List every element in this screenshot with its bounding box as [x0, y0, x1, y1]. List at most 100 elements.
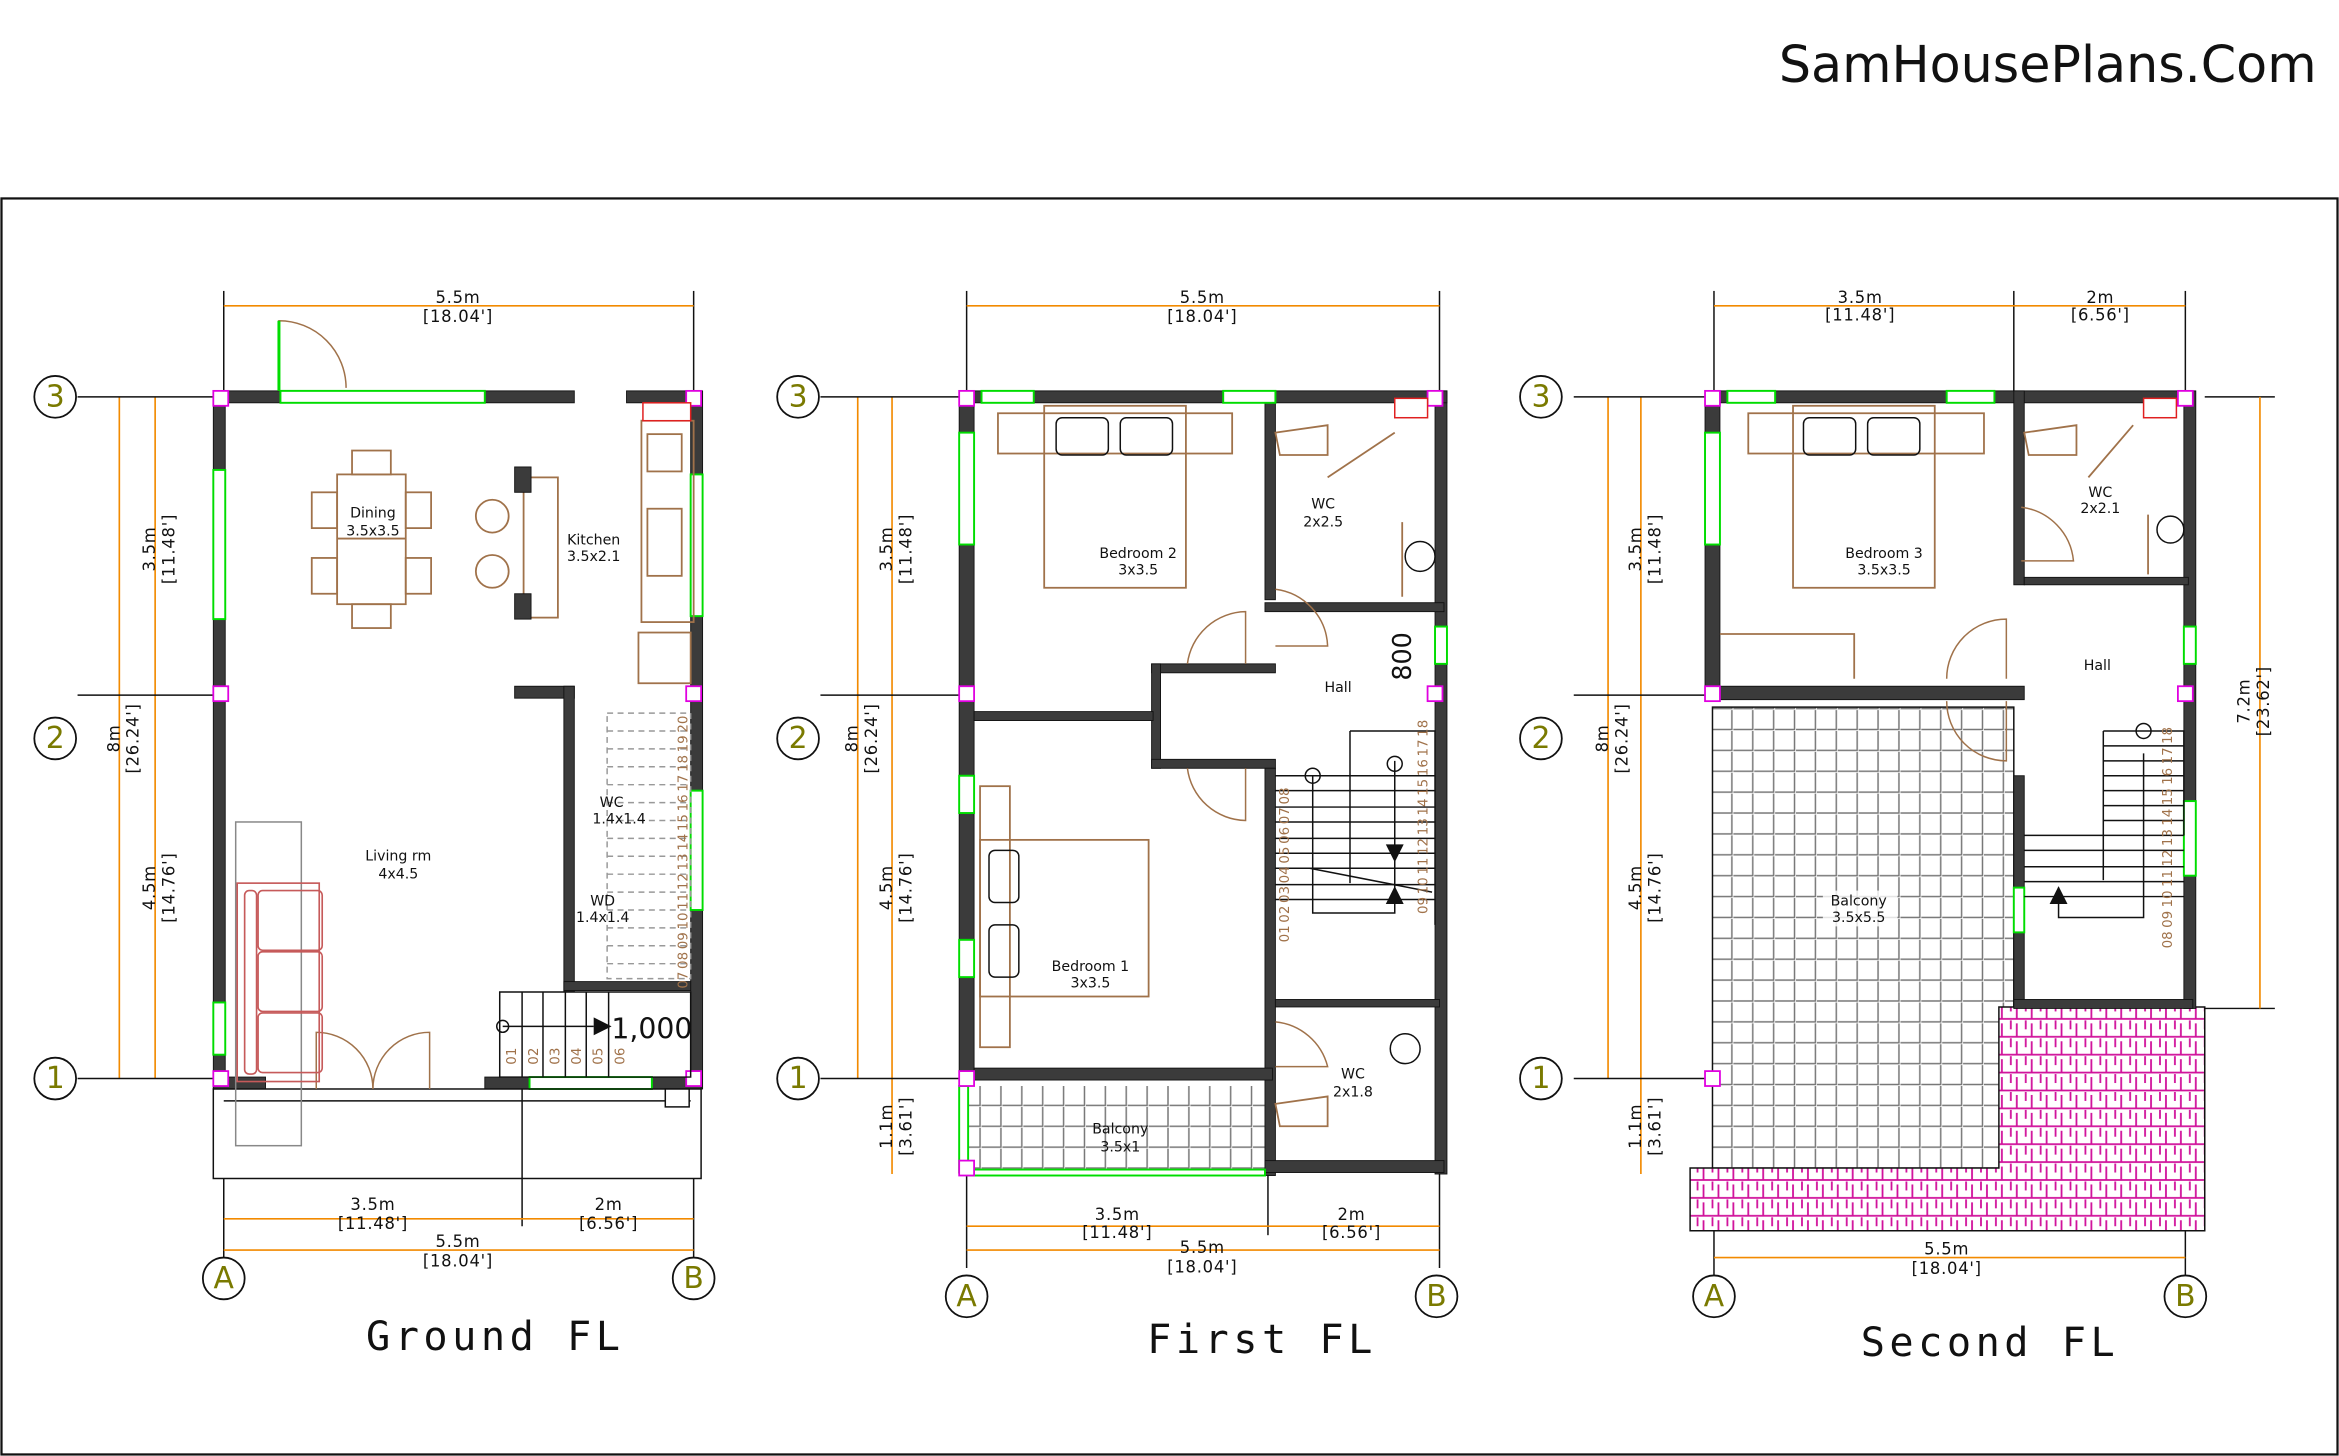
room-name-hall: Hall [2084, 658, 2111, 674]
stair-step-number: 14 [677, 834, 692, 851]
second-dimensions: 3.5m [11.48'] 2m [6.56'] 8m [26.24'] 3.5… [1573, 288, 2275, 1278]
stair-step-number: 16 [1417, 759, 1432, 776]
room-name-wc-bottom: WC [1341, 1067, 1365, 1083]
stair-step-number: 09 [2161, 911, 2176, 928]
dim-upper-ft: [11.48'] [1645, 514, 1664, 584]
room-size-dining: 3.5x3.5 [346, 524, 399, 540]
stair-step-number: 01 [505, 1048, 520, 1065]
dim-total-ft: [26.24'] [1612, 703, 1631, 773]
stair-step-number: 18 [677, 755, 692, 772]
dim-bottom-left-ft: [11.48'] [1082, 1223, 1152, 1242]
grid-col-b: B [1426, 1279, 1446, 1314]
dim-upper-m: 3.5m [140, 526, 159, 571]
second-furniture [1719, 404, 2185, 762]
grid-row-2: 2 [1531, 721, 1550, 756]
dim-lower-ft: [14.76'] [896, 853, 915, 923]
first-dimensions: 5.5m [18.04'] 8m [26.24'] 3.5m [11.48'] … [843, 288, 1441, 1276]
grid-row-2: 2 [46, 721, 65, 756]
stair-step-number: 04 [1278, 866, 1293, 883]
stair-step-number: 06 [1278, 827, 1293, 844]
ground-walls [212, 389, 704, 1180]
grid-row-1: 1 [789, 1061, 808, 1096]
room-size-wc-bottom: 2x1.8 [1333, 1084, 1373, 1100]
room-size-wc: 2x2.1 [2080, 501, 2120, 517]
first-floor-plan: 5.5m [18.04'] 8m [26.24'] 3.5m [11.48'] … [776, 288, 1459, 1363]
sofa [234, 821, 324, 1147]
stair-step-number: 14 [2161, 809, 2176, 826]
stair-step-number: 18 [1417, 720, 1432, 737]
grid-row-1: 1 [1531, 1061, 1550, 1096]
dim-upper-ft: [11.48'] [896, 514, 915, 584]
stair-step-number: 08 [677, 952, 692, 969]
first-furniture [979, 404, 1436, 1128]
room-name-bedroom-2: Bedroom 2 [1099, 546, 1177, 562]
hall-width-label: 800 [1387, 632, 1417, 680]
room-name-dining: Dining [350, 506, 396, 522]
second-grid-markers: 3 2 1 A B [1519, 375, 2208, 1319]
dim-upper-m: 3.5m [1626, 526, 1645, 571]
room-size-kitchen: 3.5x2.1 [567, 549, 620, 565]
dim-lower-m: 4.5m [877, 865, 896, 910]
grid-col-b: B [2175, 1279, 2195, 1314]
dim-top-left-ft: [11.48'] [1825, 306, 1895, 325]
stair-step-number: 01 [1278, 925, 1293, 942]
stair-step-number: 05 [1278, 847, 1293, 864]
grid-col-a: A [1704, 1279, 1725, 1314]
dim-lower-m: 4.5m [1626, 865, 1645, 910]
dim-total-m: 8m [843, 724, 862, 752]
floor-title-second: Second FL [1861, 1320, 2119, 1366]
stair-step-number: 14 [1417, 799, 1432, 816]
stair-step-number: 17 [2161, 747, 2176, 764]
dim-upper-m: 3.5m [877, 526, 896, 571]
stair-step-number: 02 [527, 1048, 542, 1065]
stair-step-number: 16 [2161, 768, 2176, 785]
room-name-wc: WC [2088, 485, 2112, 501]
dim-top-ft: [18.04'] [1167, 307, 1237, 326]
dim-right-ft: [23.62'] [2254, 666, 2273, 736]
stair-step-number: 11 [1417, 858, 1432, 875]
front-entry-door-top[interactable] [278, 320, 347, 391]
dim-bottom-right-m: 2m [1338, 1205, 1366, 1224]
stair-step-number: 17 [677, 775, 692, 792]
second-stair [2024, 722, 2185, 919]
first-stair [1275, 730, 1436, 925]
dim-bottom-left-m: 3.5m [1095, 1205, 1140, 1224]
roof-tiles [1689, 1006, 2206, 1232]
dim-bottom-total-ft: [18.04'] [423, 1252, 493, 1271]
ground-dimensions: 5.5m [18.04'] 8m [26.24'] 3.5m [11.48'] … [104, 288, 695, 1271]
grid-row-3: 3 [1531, 379, 1550, 414]
dim-bottom-total-m: 5.5m [1180, 1238, 1225, 1257]
stair-step-number: 19 [677, 735, 692, 752]
ground-floor-plan: 5.5m [18.04'] 8m [26.24'] 3.5m [11.48'] … [33, 288, 716, 1360]
site-title: SamHousePlans.Com [1779, 35, 2317, 94]
dining-table [310, 449, 432, 629]
stair-step-number: 16 [677, 794, 692, 811]
room-name-wc-top: WC [1311, 497, 1335, 513]
second-floor-plan: 3.5m [11.48'] 2m [6.56'] 8m [26.24'] 3.5… [1519, 288, 2275, 1366]
dim-bottom-total-ft: [18.04'] [1167, 1257, 1237, 1276]
first-grid-markers: 3 2 1 A B [776, 375, 1459, 1319]
dim-top-ft: [18.04'] [423, 307, 493, 326]
main-entry-double-door[interactable] [315, 1031, 431, 1089]
room-name-wd: WD [590, 894, 615, 910]
stair-step-number: 20 [677, 716, 692, 733]
stair-step-number: 17 [1417, 739, 1432, 756]
stair-step-number: 13 [677, 853, 692, 870]
stair-step-number: 18 [2161, 727, 2176, 744]
room-name-bedroom-3: Bedroom 3 [1845, 546, 1923, 562]
grid-row-3: 3 [46, 379, 65, 414]
room-size-living: 4x4.5 [378, 867, 418, 883]
room-size-wc: 1.4x1.4 [592, 811, 645, 827]
dim-lower-ft: [14.76'] [1645, 853, 1664, 923]
stair-step-number: 15 [2161, 788, 2176, 805]
stair-step-number: 10 [677, 912, 692, 929]
dim-bottom-right-ft: [6.56'] [579, 1214, 638, 1233]
stair-step-number: 03 [1278, 886, 1293, 903]
stair-step-number: 11 [2161, 870, 2176, 887]
dim-bottom-total-m: 5.5m [1924, 1240, 1969, 1259]
dim-lower-m: 4.5m [140, 865, 159, 910]
grid-col-a: A [214, 1261, 235, 1296]
